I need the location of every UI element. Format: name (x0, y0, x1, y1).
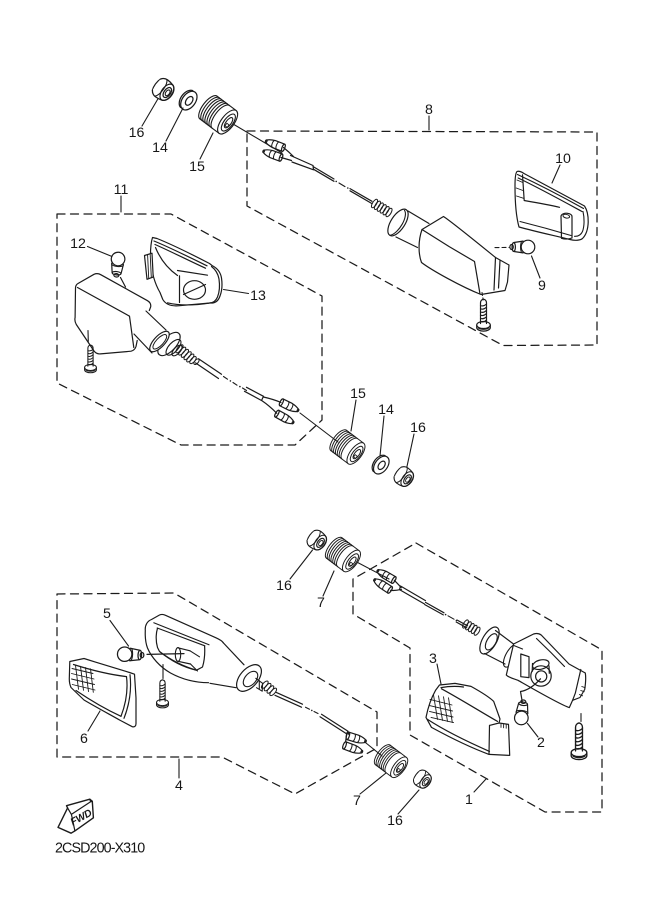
svg-text:5: 5 (103, 606, 111, 622)
svg-text:10: 10 (555, 151, 571, 167)
svg-text:6: 6 (80, 731, 88, 747)
svg-text:2: 2 (537, 735, 545, 751)
svg-text:1: 1 (465, 792, 473, 808)
svg-text:4: 4 (175, 778, 183, 794)
svg-text:14: 14 (152, 140, 168, 156)
svg-text:16: 16 (387, 813, 403, 829)
svg-text:16: 16 (276, 578, 292, 594)
svg-text:15: 15 (189, 159, 205, 175)
svg-text:13: 13 (250, 288, 266, 304)
svg-text:12: 12 (70, 236, 86, 252)
svg-text:15: 15 (350, 386, 366, 402)
svg-text:2CSD200-X310: 2CSD200-X310 (55, 841, 145, 857)
svg-text:8: 8 (425, 102, 433, 118)
svg-text:7: 7 (317, 595, 325, 611)
svg-text:16: 16 (129, 125, 145, 141)
svg-text:7: 7 (353, 793, 361, 809)
svg-text:9: 9 (538, 278, 546, 294)
svg-text:14: 14 (378, 402, 394, 418)
svg-text:11: 11 (114, 182, 129, 198)
svg-text:16: 16 (410, 420, 426, 436)
svg-text:3: 3 (429, 651, 437, 667)
